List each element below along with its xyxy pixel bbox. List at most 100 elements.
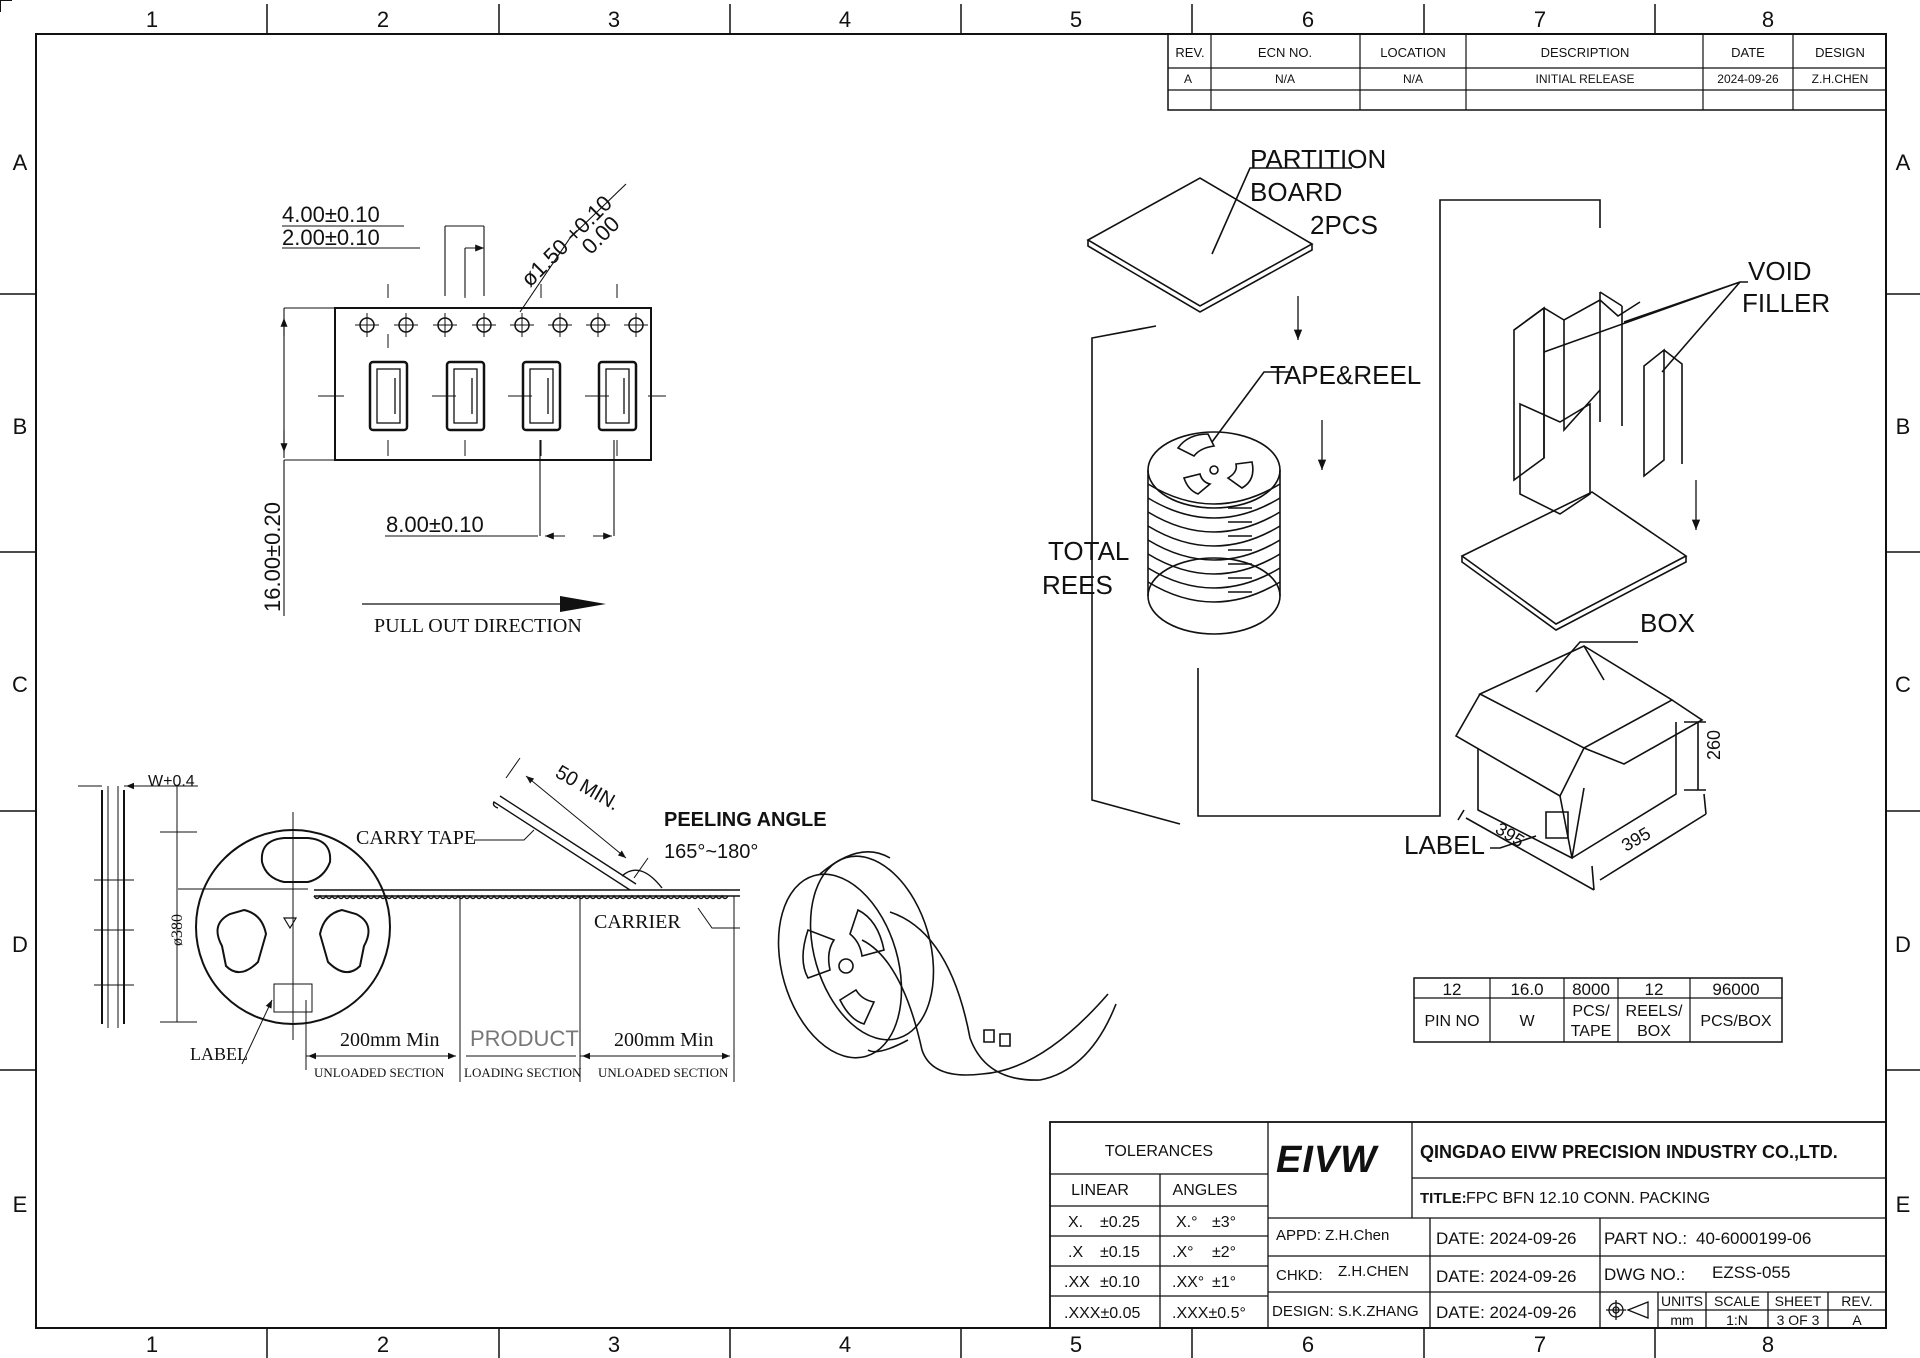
partition-line2: BOARD — [1250, 177, 1342, 207]
part-no-label: PART NO.: — [1604, 1229, 1687, 1248]
dim-pitch-2: 2.00±0.10 — [282, 225, 380, 250]
qty-label: PCS/BOX — [1700, 1013, 1771, 1030]
col-label: 6 — [1302, 1332, 1314, 1357]
col-label: 7 — [1534, 1332, 1546, 1357]
rev-header: ECN NO. — [1258, 45, 1312, 60]
packing-view: PARTITION BOARD 2PCS TOTAL REES TAPE&REE… — [1042, 144, 1830, 891]
row-label: B — [13, 414, 28, 439]
partition-line3: 2PCS — [1310, 210, 1378, 240]
tol-linear-value: ±0.10 — [1100, 1274, 1140, 1291]
col-label: 5 — [1070, 7, 1082, 32]
col-label: 4 — [839, 7, 851, 32]
col-label: 3 — [608, 1332, 620, 1357]
checked-date: DATE: 2024-09-26 — [1436, 1267, 1576, 1286]
total-reels-line2: REES — [1042, 570, 1113, 600]
carrier-tape-view: 4.00±0.10 2.00±0.10 ø1.50 +0.10 0.00 8.0… — [260, 183, 666, 637]
qty-value: 96000 — [1712, 980, 1759, 999]
quantity-table: 12 16.0 8000 12 96000 PIN NO W PCS/ TAPE… — [1413, 977, 1783, 1043]
qty-label: TAPE — [1571, 1023, 1612, 1040]
checked-by: Z.H.CHEN — [1338, 1263, 1409, 1280]
part-no: 40-6000199-06 — [1696, 1229, 1811, 1248]
qty-value: 12 — [1443, 980, 1462, 999]
fifty-min-label: 50 MIN. — [552, 761, 624, 815]
row-label: A — [13, 150, 28, 175]
rev-header: REV. — [1175, 45, 1204, 60]
reel-label: LABEL — [190, 1044, 248, 1064]
peeling-angle-value: 165°~180° — [664, 841, 758, 863]
w-label: W+0.4 — [148, 773, 195, 790]
void-filler-line1: VOID — [1748, 256, 1812, 286]
tol-linear: .XXX±0.05 — [1064, 1305, 1140, 1322]
box-depth: 395 — [1492, 818, 1528, 851]
company-name: QINGDAO EIVW PRECISION INDUSTRY CO.,LTD. — [1420, 1142, 1838, 1162]
dim-tape-width: 16.00±0.20 — [260, 502, 285, 612]
tol-angle: .XXX±0.5° — [1172, 1305, 1246, 1322]
reel-diameter: ø380 — [169, 914, 186, 946]
tol-linear: X. — [1068, 1214, 1083, 1231]
col-label: 6 — [1302, 7, 1314, 32]
qty-label: REELS/ — [1626, 1003, 1683, 1020]
qty-label: PIN NO — [1424, 1013, 1479, 1030]
tape-reel-label: TAPE&REEL — [1270, 360, 1421, 390]
rev-header: DESIGN — [1815, 45, 1865, 60]
pull-out-direction: PULL OUT DIRECTION — [374, 615, 582, 637]
rev-header: DATE — [1731, 45, 1765, 60]
tol-linear: .X — [1068, 1244, 1083, 1261]
title-label: TITLE: — [1420, 1190, 1467, 1207]
tol-angle: X.° — [1176, 1214, 1198, 1231]
tol-linear-value: ±0.15 — [1100, 1244, 1140, 1261]
partition-line1: PARTITION — [1250, 144, 1386, 174]
rev-value: A — [1852, 1312, 1862, 1328]
row-label: B — [1896, 414, 1911, 439]
carrier-label: CARRIER — [594, 911, 681, 933]
angles-header: ANGLES — [1173, 1182, 1238, 1199]
sheet-header: SHEET — [1775, 1293, 1822, 1309]
row-label: C — [12, 672, 28, 697]
section1-length: 200mm Min — [340, 1029, 439, 1051]
tol-angle-value: ±3° — [1212, 1214, 1236, 1231]
qty-label: W — [1519, 1013, 1535, 1030]
rev-header: LOCATION — [1380, 45, 1446, 60]
drawing-title: FPC BFN 12.10 CONN. PACKING — [1466, 1190, 1710, 1207]
col-label: 3 — [608, 7, 620, 32]
col-label: 1 — [146, 7, 158, 32]
rev-header: DESCRIPTION — [1541, 45, 1630, 60]
tol-linear: .XX — [1064, 1274, 1090, 1291]
scale-header: SCALE — [1714, 1293, 1760, 1309]
section2-name: PRODUCT — [470, 1026, 579, 1051]
row-label: D — [1895, 932, 1911, 957]
col-label: 8 — [1762, 1332, 1774, 1357]
carry-tape-label: CARRY TAPE — [356, 827, 476, 849]
tol-angle: .XX° — [1172, 1274, 1204, 1291]
revision-table: REV. ECN NO. LOCATION DESCRIPTION DATE D… — [1167, 33, 1887, 111]
rev-cell: INITIAL RELEASE — [1536, 72, 1635, 86]
qty-value: 16.0 — [1510, 980, 1543, 999]
dwg-no-label: DWG NO.: — [1604, 1265, 1685, 1284]
tol-linear-value: ±0.25 — [1100, 1214, 1140, 1231]
dwg-no: EZSS-055 — [1712, 1263, 1790, 1282]
reel-view: W+0.4 ø380 — [78, 757, 1117, 1082]
row-label: D — [12, 932, 28, 957]
designed-by: DESIGN: S.K.ZHANG — [1272, 1303, 1419, 1320]
qty-label: BOX — [1637, 1023, 1671, 1040]
sheet-value: 3 OF 3 — [1777, 1312, 1820, 1328]
dim-pitch-8: 8.00±0.10 — [386, 512, 484, 537]
approved-date: DATE: 2024-09-26 — [1436, 1229, 1576, 1248]
packing-label: LABEL — [1404, 830, 1485, 860]
tol-angle-value: ±2° — [1212, 1244, 1236, 1261]
col-label: 2 — [377, 7, 389, 32]
title-block: TOLERANCES LINEAR ANGLES X. ±0.25 .X ±0.… — [1049, 1121, 1887, 1329]
section3-length: 200mm Min — [614, 1029, 713, 1051]
design-date: DATE: 2024-09-26 — [1436, 1303, 1576, 1322]
row-label: E — [1896, 1192, 1911, 1217]
section2-desc: LOADING SECTION — [464, 1065, 582, 1080]
col-label: 1 — [146, 1332, 158, 1357]
tolerances-title: TOLERANCES — [1105, 1143, 1213, 1160]
rev-header: REV. — [1841, 1293, 1872, 1309]
peeling-angle-title: PEELING ANGLE — [664, 809, 827, 831]
box-label: BOX — [1640, 608, 1695, 638]
qty-value: 8000 — [1572, 980, 1610, 999]
scale-value: 1:N — [1726, 1312, 1748, 1328]
